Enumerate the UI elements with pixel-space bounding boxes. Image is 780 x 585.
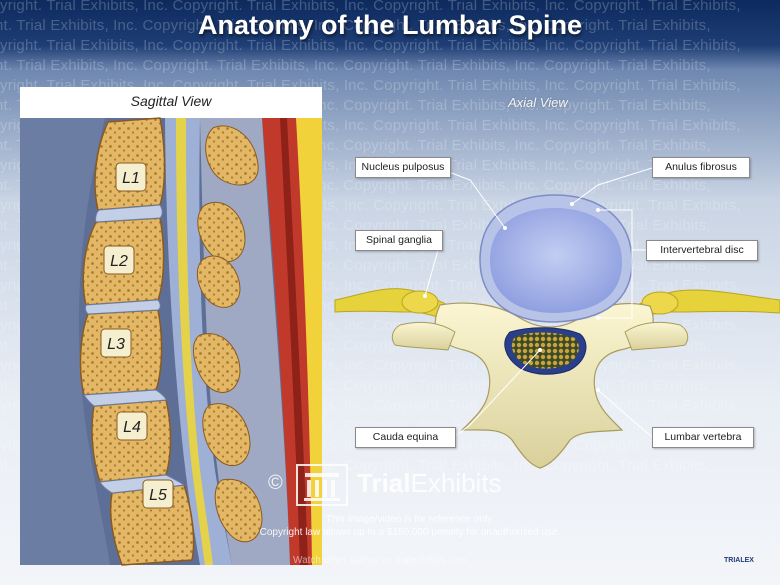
leader-line [571,167,653,205]
sagittal-disc [83,389,167,407]
spinous-process [205,125,259,186]
vertebra-label: L5 [149,487,167,504]
nucleus-pulposus [490,208,622,313]
leader-line [598,209,646,319]
vertebra-label: L1 [122,170,140,187]
spinous-process [214,478,263,543]
watermark-disclaimer: This image/video is for reference only. … [230,513,590,539]
cauda-equina [511,332,579,369]
leader-line [448,171,506,229]
callout-anulus-fibrosus: Anulus fibrosus [652,157,750,178]
callout-lumbar-vertebra: Lumbar vertebra [652,427,754,448]
callout-cauda-equina: Cauda equina [355,427,456,448]
watermark-logo-icon [296,464,348,506]
transverse-process [624,321,689,351]
vertebra-label: L2 [110,253,128,270]
callout-nucleus-pulposus: Nucleus pulposus [355,157,451,178]
sagittal-disc [95,204,163,223]
vertebra-label-box [100,328,132,358]
sagittal-view-label: Sagittal View [130,93,212,109]
disclaimer-line: Watch other videos on trialexhibits.com [293,555,467,566]
spinous-process [192,333,241,393]
logo-text-light: Exhibits [410,468,502,498]
vertebra-label-box [142,479,174,509]
logo-text-bold: Trial [357,468,411,498]
vertebra-label-box [103,245,135,275]
vertebra-label-box [116,411,148,441]
callout-spinal-ganglia: Spinal ganglia [355,230,443,251]
vertebra-label: L4 [123,419,141,436]
page-title: Anatomy of the Lumbar Spine [197,10,583,40]
disclaimer-line: Copyright law allows up to a $150,000 pe… [259,527,561,538]
brand-tag: TRIALEX [724,557,754,564]
spinous-process [202,403,251,467]
axial-view-label: Axial View [508,95,568,110]
fat-layer [296,118,322,565]
vertebra-label-box [115,162,147,192]
leader-line [453,349,541,438]
spinous-process [197,202,246,263]
transverse-process [391,321,456,351]
spinal-cord [176,118,213,565]
sagittal-illustration: L1 L2 L3 L4 L5 [20,117,322,566]
axial-illustration [334,167,780,469]
spinous-process [197,255,241,308]
watermark-logo-text: TrialExhibits [357,468,502,499]
leader-line [597,389,653,438]
disclaimer-line: This image/video is for reference only. [325,514,495,525]
copyright-symbol: © [268,472,283,494]
sagittal-disc [84,299,161,315]
vertebra-label: L3 [107,336,125,353]
callout-intervertebral-disc: Intervertebral disc [646,240,758,261]
